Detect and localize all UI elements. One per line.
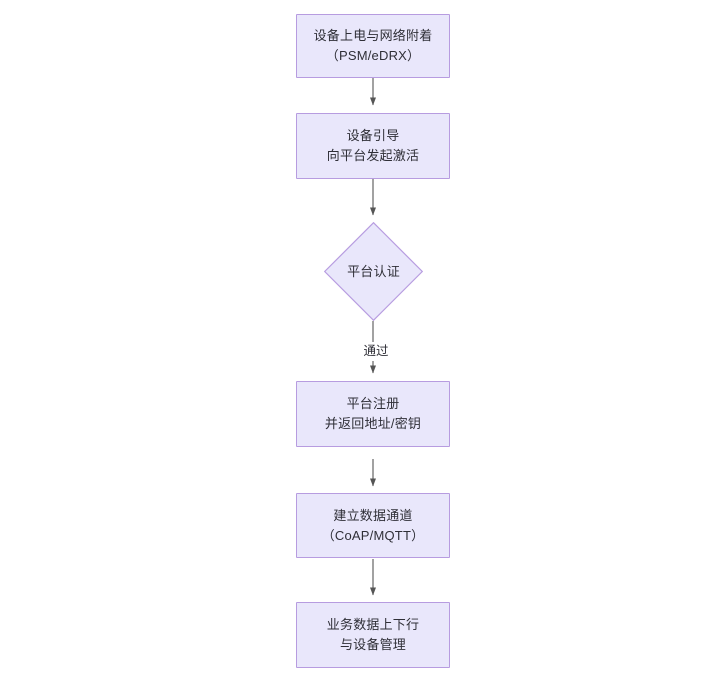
node-platform-authentication[interactable]: 平台认证 <box>324 222 423 321</box>
node-device-power-on[interactable]: 设备上电与网络附着 （PSM/eDRX） <box>296 14 450 78</box>
node-business-data-and-device-management[interactable]: 业务数据上下行 与设备管理 <box>296 602 450 668</box>
node-label: 平台认证 <box>347 263 400 279</box>
node-label: 建立数据通道 （CoAP/MQTT） <box>321 507 425 543</box>
edge-label-pass: 通过 <box>352 342 400 361</box>
diamond-shape <box>324 222 423 321</box>
node-label: 设备引导 向平台发起激活 <box>326 128 420 163</box>
node-data-channel[interactable]: 建立数据通道 （CoAP/MQTT） <box>296 493 450 558</box>
node-label: 设备上电与网络附着 （PSM/eDRX） <box>313 28 433 63</box>
node-device-bootstrap[interactable]: 设备引导 向平台发起激活 <box>296 113 450 179</box>
node-label: 平台注册 并返回地址/密钥 <box>324 396 422 431</box>
node-platform-registration[interactable]: 平台注册 并返回地址/密钥 <box>296 381 450 447</box>
node-label: 业务数据上下行 与设备管理 <box>326 617 420 652</box>
